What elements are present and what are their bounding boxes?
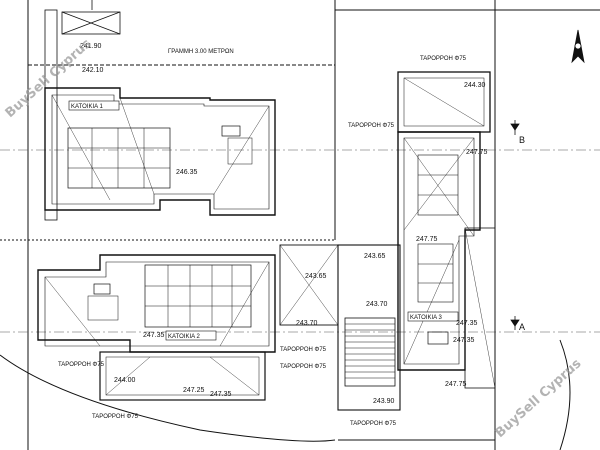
unit-2-roof <box>37 254 276 401</box>
drain-label: ΤΑΡΟΡΡΟΗ Φ75 <box>92 414 139 420</box>
drain-label: ΤΑΡΟΡΡΟΗ Φ75 <box>350 421 397 427</box>
level-marker: 247.75 <box>466 149 488 156</box>
setback-line-label: ΓΡΑΜΜΗ 3.00 ΜΕΤΡΩΝ <box>168 49 234 55</box>
level-markers: 241.90 242.10 246.35 244.30 247.75 247.7… <box>80 43 488 405</box>
unit-3-label: ΚΑΤΟΙΚΙΑ 3 <box>410 315 442 321</box>
drain-label: ΤΑΡΟΡΡΟΗ Φ75 <box>280 364 327 370</box>
level-marker: 247.25 <box>183 387 205 394</box>
level-marker: 247.75 <box>445 381 467 388</box>
grid-markers <box>510 29 585 330</box>
level-marker: 244.30 <box>464 82 486 89</box>
level-marker: 243.65 <box>305 273 327 280</box>
level-marker: 247.35 <box>210 391 232 398</box>
level-marker: 246.35 <box>176 169 198 176</box>
level-marker: 242.10 <box>82 67 104 74</box>
drain-label: ΤΑΡΟΡΡΟΗ Φ75 <box>348 123 395 129</box>
level-marker: 247.35 <box>143 332 165 339</box>
drain-label: ΤΑΡΟΡΡΟΗ Φ75 <box>420 56 467 62</box>
level-marker: 243.65 <box>364 253 386 260</box>
unit-3-roof <box>397 71 496 389</box>
grid-label-b: B <box>519 135 525 145</box>
central-stair <box>279 244 495 441</box>
grid-label-a: A <box>519 322 525 332</box>
level-marker: 247.35 <box>453 337 475 344</box>
level-marker: 244.00 <box>114 377 136 384</box>
level-marker: 241.90 <box>80 43 102 50</box>
unit-2-label: ΚΑΤΟΙΚΙΑ 2 <box>168 334 200 340</box>
drain-label: ΤΑΡΟΡΡΟΗ Φ75 <box>280 347 327 353</box>
drain-label: ΤΑΡΟΡΡΟΗ Φ75 <box>58 362 105 368</box>
level-marker: 243.70 <box>296 320 318 327</box>
level-marker: 243.90 <box>373 398 395 405</box>
unit-1-label: ΚΑΤΟΙΚΙΑ 1 <box>71 104 103 110</box>
level-marker: 243.70 <box>366 301 388 308</box>
level-marker: 247.75 <box>416 236 438 243</box>
level-marker: 247.35 <box>456 320 478 327</box>
